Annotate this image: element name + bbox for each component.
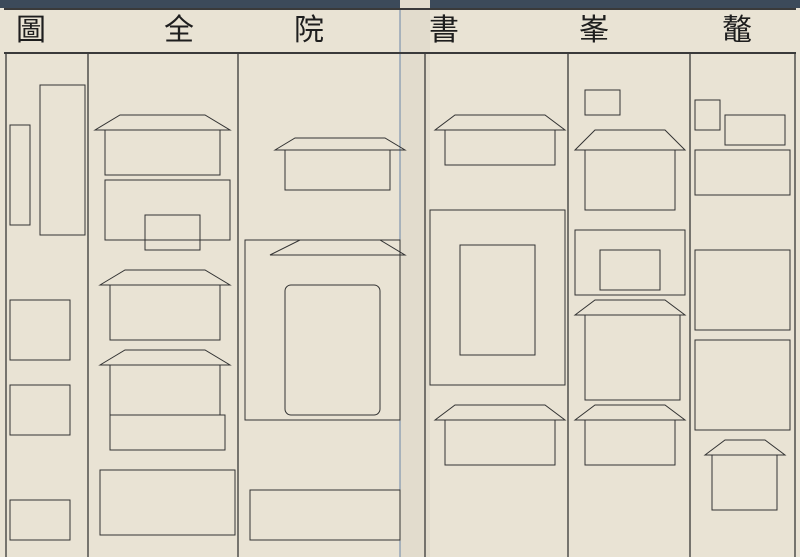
buildings bbox=[9, 84, 791, 541]
title-char-3: 院 bbox=[294, 13, 324, 48]
title-band: 圖 全 院 書 峯 鼇 bbox=[4, 8, 796, 54]
panel-dividers bbox=[5, 52, 796, 557]
title-char-5: 峯 bbox=[579, 13, 609, 48]
title-char-4: 書 bbox=[429, 13, 459, 48]
title-char-1: 圖 bbox=[16, 13, 46, 48]
title-char-2: 全 bbox=[164, 13, 194, 48]
title-char-6: 鼇 bbox=[722, 13, 752, 48]
